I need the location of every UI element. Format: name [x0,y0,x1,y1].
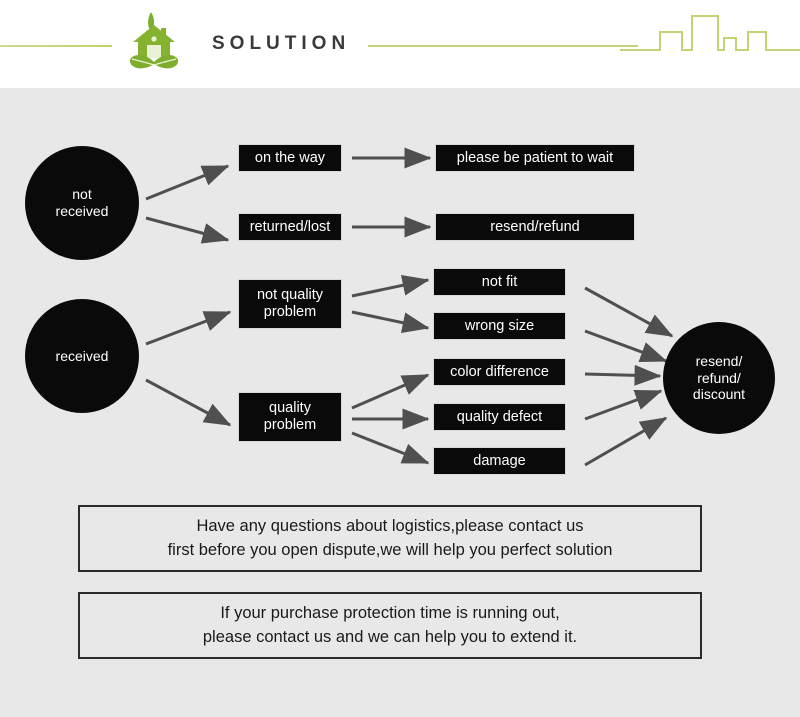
page-header: SOLUTION [0,0,800,88]
node-label-line: discount [692,386,746,403]
node-resend-refund[interactable]: resend/refund [435,213,635,241]
eco-house-leaf-logo-icon [118,8,190,80]
page-title: SOLUTION [212,33,351,54]
node-label-line: not quality [256,287,324,304]
node-label: on the way [254,149,326,166]
node-quality-problem[interactable]: quality problem [238,392,342,442]
logistics-note: Have any questions about logistics,pleas… [78,505,702,572]
node-label: please be patient to wait [456,149,614,166]
node-label: color difference [450,363,549,380]
node-label-line: problem [263,417,317,433]
node-please-be-patient-to-wait[interactable]: please be patient to wait [435,144,635,172]
note-line: please contact us and we can help you to… [202,627,578,646]
note-line: If your purchase protection time is runn… [220,603,560,622]
note-line: first before you open dispute,we will he… [167,540,613,559]
node-label-line: not [72,186,92,203]
node-not-quality-problem[interactable]: not quality problem [238,279,342,329]
node-quality-defect[interactable]: quality defect [433,403,566,431]
node-wrong-size[interactable]: wrong size [433,312,566,340]
note-line: Have any questions about logistics,pleas… [196,516,584,535]
node-label: quality defect [456,408,543,425]
node-resend-refund-discount[interactable]: resend/ refund/ discount [663,322,775,434]
node-label-line: received [55,203,109,219]
node-label-line: problem [263,304,317,320]
node-color-difference[interactable]: color difference [433,358,566,386]
node-received[interactable]: received [25,299,139,413]
protection-note: If your purchase protection time is runn… [78,592,702,659]
node-label: returned/lost [249,218,331,235]
node-label-line: resend/ [695,353,743,370]
node-not-fit[interactable]: not fit [433,268,566,296]
node-on-the-way[interactable]: on the way [238,144,342,172]
header-rule-left [0,45,112,47]
flowchart-stage: not received on the way returned/lost pl… [0,88,800,717]
header-rule-right [368,45,638,47]
node-label-line: refund/ [697,369,741,386]
node-label: resend/refund [490,218,580,235]
node-label: not fit [481,273,518,290]
node-not-received[interactable]: not received [25,146,139,260]
node-returned-lost[interactable]: returned/lost [238,213,342,241]
node-label-line: quality [269,400,311,417]
node-label: wrong size [464,317,535,334]
node-label: damage [473,452,526,469]
node-label-line: received [55,347,109,364]
city-skyline-outline-icon [620,6,800,54]
node-damage[interactable]: damage [433,447,566,475]
